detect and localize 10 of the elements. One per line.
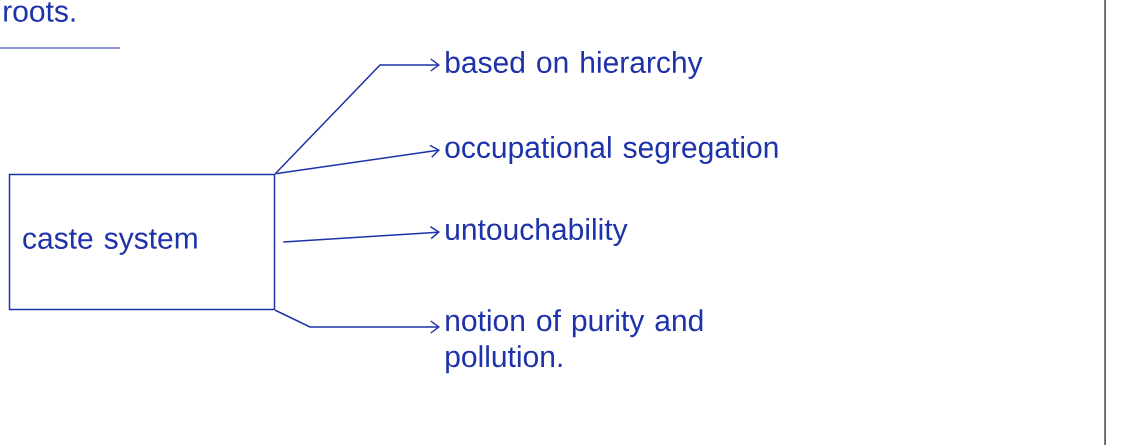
text-item: based on hierarchy	[446, 51, 703, 79]
heading-text: roots.	[4, 2, 75, 22]
text-item: notion of purity and pollution.	[446, 309, 703, 374]
process-box: caste system	[8, 173, 276, 311]
arrow	[274, 144, 440, 175]
arrow	[274, 309, 440, 334]
text-item: untouchability	[446, 218, 628, 246]
arrow	[274, 58, 440, 175]
arrow	[282, 225, 440, 243]
text-item: occupational segregation	[445, 136, 778, 164]
